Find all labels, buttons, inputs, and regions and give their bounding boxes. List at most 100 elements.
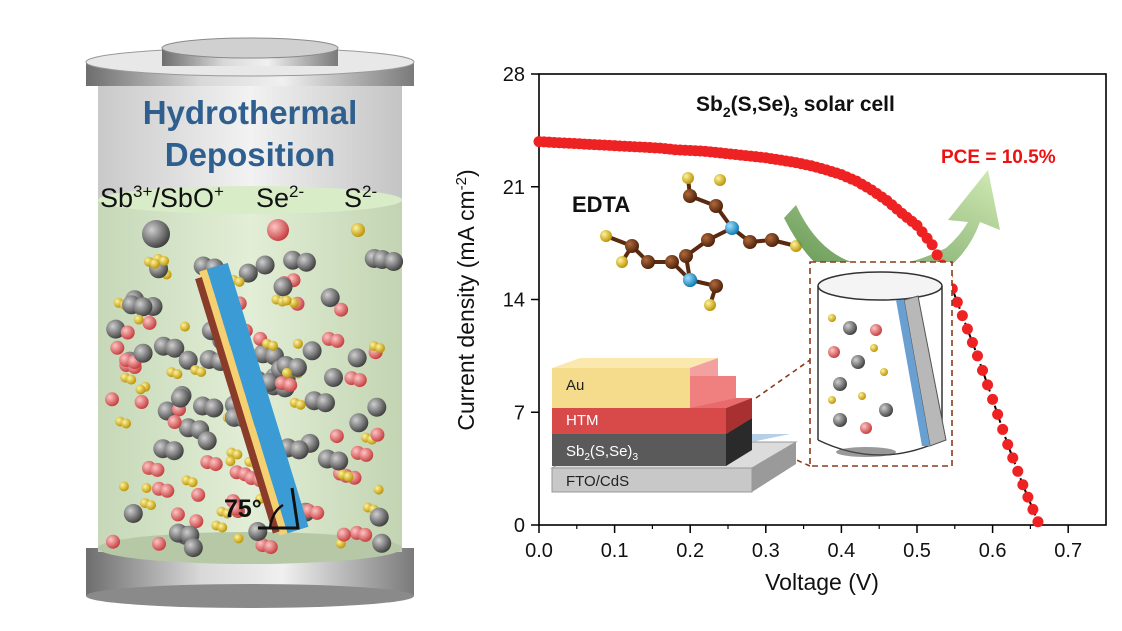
layer-label-htm: HTM (566, 412, 599, 429)
y-axis-label: Current density (mA cm-2) (453, 169, 479, 430)
solution-ion (160, 483, 175, 498)
jv-point (1007, 452, 1019, 464)
ion-label-antimony: Sb3+/SbO+ (100, 182, 224, 213)
solution-ion (296, 252, 316, 272)
edta-carbon-atom (641, 255, 655, 269)
solution-ion (233, 533, 244, 544)
solution-ion (197, 431, 217, 451)
solution-ion (255, 255, 275, 275)
y-tick-label: 28 (503, 64, 525, 86)
inset-deposition-view (809, 261, 953, 467)
solution-ion (372, 533, 392, 553)
ion-label-sulfide: S2- (344, 182, 377, 213)
inset-ion (870, 344, 878, 352)
solution-ion (320, 288, 340, 308)
solution-ion (289, 440, 309, 460)
edta-carbon-atom (709, 279, 723, 293)
solution-ion (121, 418, 132, 429)
edta-carbon-atom (701, 233, 715, 247)
jv-point (1002, 438, 1014, 450)
solution-ion (123, 504, 143, 523)
legend-se-ball (267, 219, 289, 241)
solution-ion (167, 415, 182, 429)
solution-ion (229, 501, 244, 516)
solution-surface (98, 186, 402, 214)
inset-ion (833, 377, 847, 391)
edta-carbon-atom (625, 239, 639, 253)
jv-point (1027, 503, 1039, 515)
solution-ion (234, 276, 245, 287)
jv-point (956, 310, 968, 322)
substrate-glass (206, 262, 309, 534)
layer-label-fto: FTO/CdS (566, 473, 629, 490)
solution-ion (375, 343, 385, 353)
solution-ion (170, 388, 190, 408)
solution-ion (324, 368, 343, 387)
x-tick-label: 0.5 (903, 540, 931, 562)
jv-point (997, 423, 1009, 435)
jv-point (951, 296, 963, 308)
x-tick-label: 0.1 (601, 540, 629, 562)
solution-ion (358, 527, 373, 542)
solution-ion (281, 367, 292, 378)
angle-marker (258, 487, 300, 530)
reactor-title-line2: Deposition (165, 136, 336, 173)
edta-oxygen-atom (616, 256, 628, 268)
solution-ion (191, 487, 206, 502)
solution-ion (152, 536, 166, 551)
solution-ion (146, 500, 156, 511)
y-tick-label: 0 (514, 515, 525, 537)
reactor-title-line1: Hydrothermal (143, 94, 358, 131)
curved-arrow (784, 170, 1000, 291)
inset-ion (828, 346, 840, 358)
edta-carbon-atom (709, 199, 723, 213)
angle-arc (268, 503, 284, 529)
inset-ion (858, 392, 866, 400)
solution-ion (141, 483, 152, 493)
jv-point (1012, 465, 1024, 477)
edta-carbon-atom (765, 233, 779, 247)
edta-oxygen-atom (600, 230, 612, 242)
solution-ion (150, 462, 165, 477)
solution-ion (208, 457, 223, 472)
solution-ion (134, 395, 149, 409)
solution-ion (179, 321, 190, 332)
solution-ion (329, 451, 349, 471)
y-tick-label: 21 (503, 177, 525, 199)
edta-nitrogen-atom (725, 221, 739, 235)
layer-htm (552, 408, 726, 434)
deposited-film (195, 277, 280, 534)
y-tick-label: 14 (503, 290, 525, 312)
jv-point (971, 350, 983, 362)
x-tick-label: 0.2 (676, 540, 704, 562)
edta-molecule: EDTA (572, 172, 802, 311)
solution-ion (170, 507, 185, 522)
inset-ion (833, 413, 847, 427)
inset-ion (879, 403, 893, 417)
solution-ion (295, 399, 306, 410)
inset-ion (851, 355, 865, 369)
solution-ion (330, 333, 345, 348)
jv-point (966, 336, 978, 348)
solution-ion (310, 505, 325, 520)
jv-point (926, 239, 938, 251)
ion-label-selenide: Se2- (256, 182, 304, 213)
inset-connector-top (755, 359, 811, 399)
edta-oxygen-atom (714, 174, 726, 186)
solution-ion (120, 325, 135, 340)
solution-ion (222, 508, 233, 519)
solution-ion (204, 398, 224, 418)
angle-label: 75° (224, 495, 262, 523)
x-tick-label: 0.6 (979, 540, 1007, 562)
substrate-cds-layer (199, 269, 288, 536)
inset-ion (828, 396, 836, 404)
inset-ion (828, 314, 836, 322)
solution-ion (373, 484, 384, 495)
solution-ion (336, 527, 351, 542)
device-stack: Au HTM Sb2(S,Se)3 FTO/CdS (550, 358, 798, 493)
solution-ion (232, 449, 243, 460)
solution-ion (133, 297, 153, 317)
solution-ion (178, 350, 198, 370)
layer-au (552, 368, 690, 408)
